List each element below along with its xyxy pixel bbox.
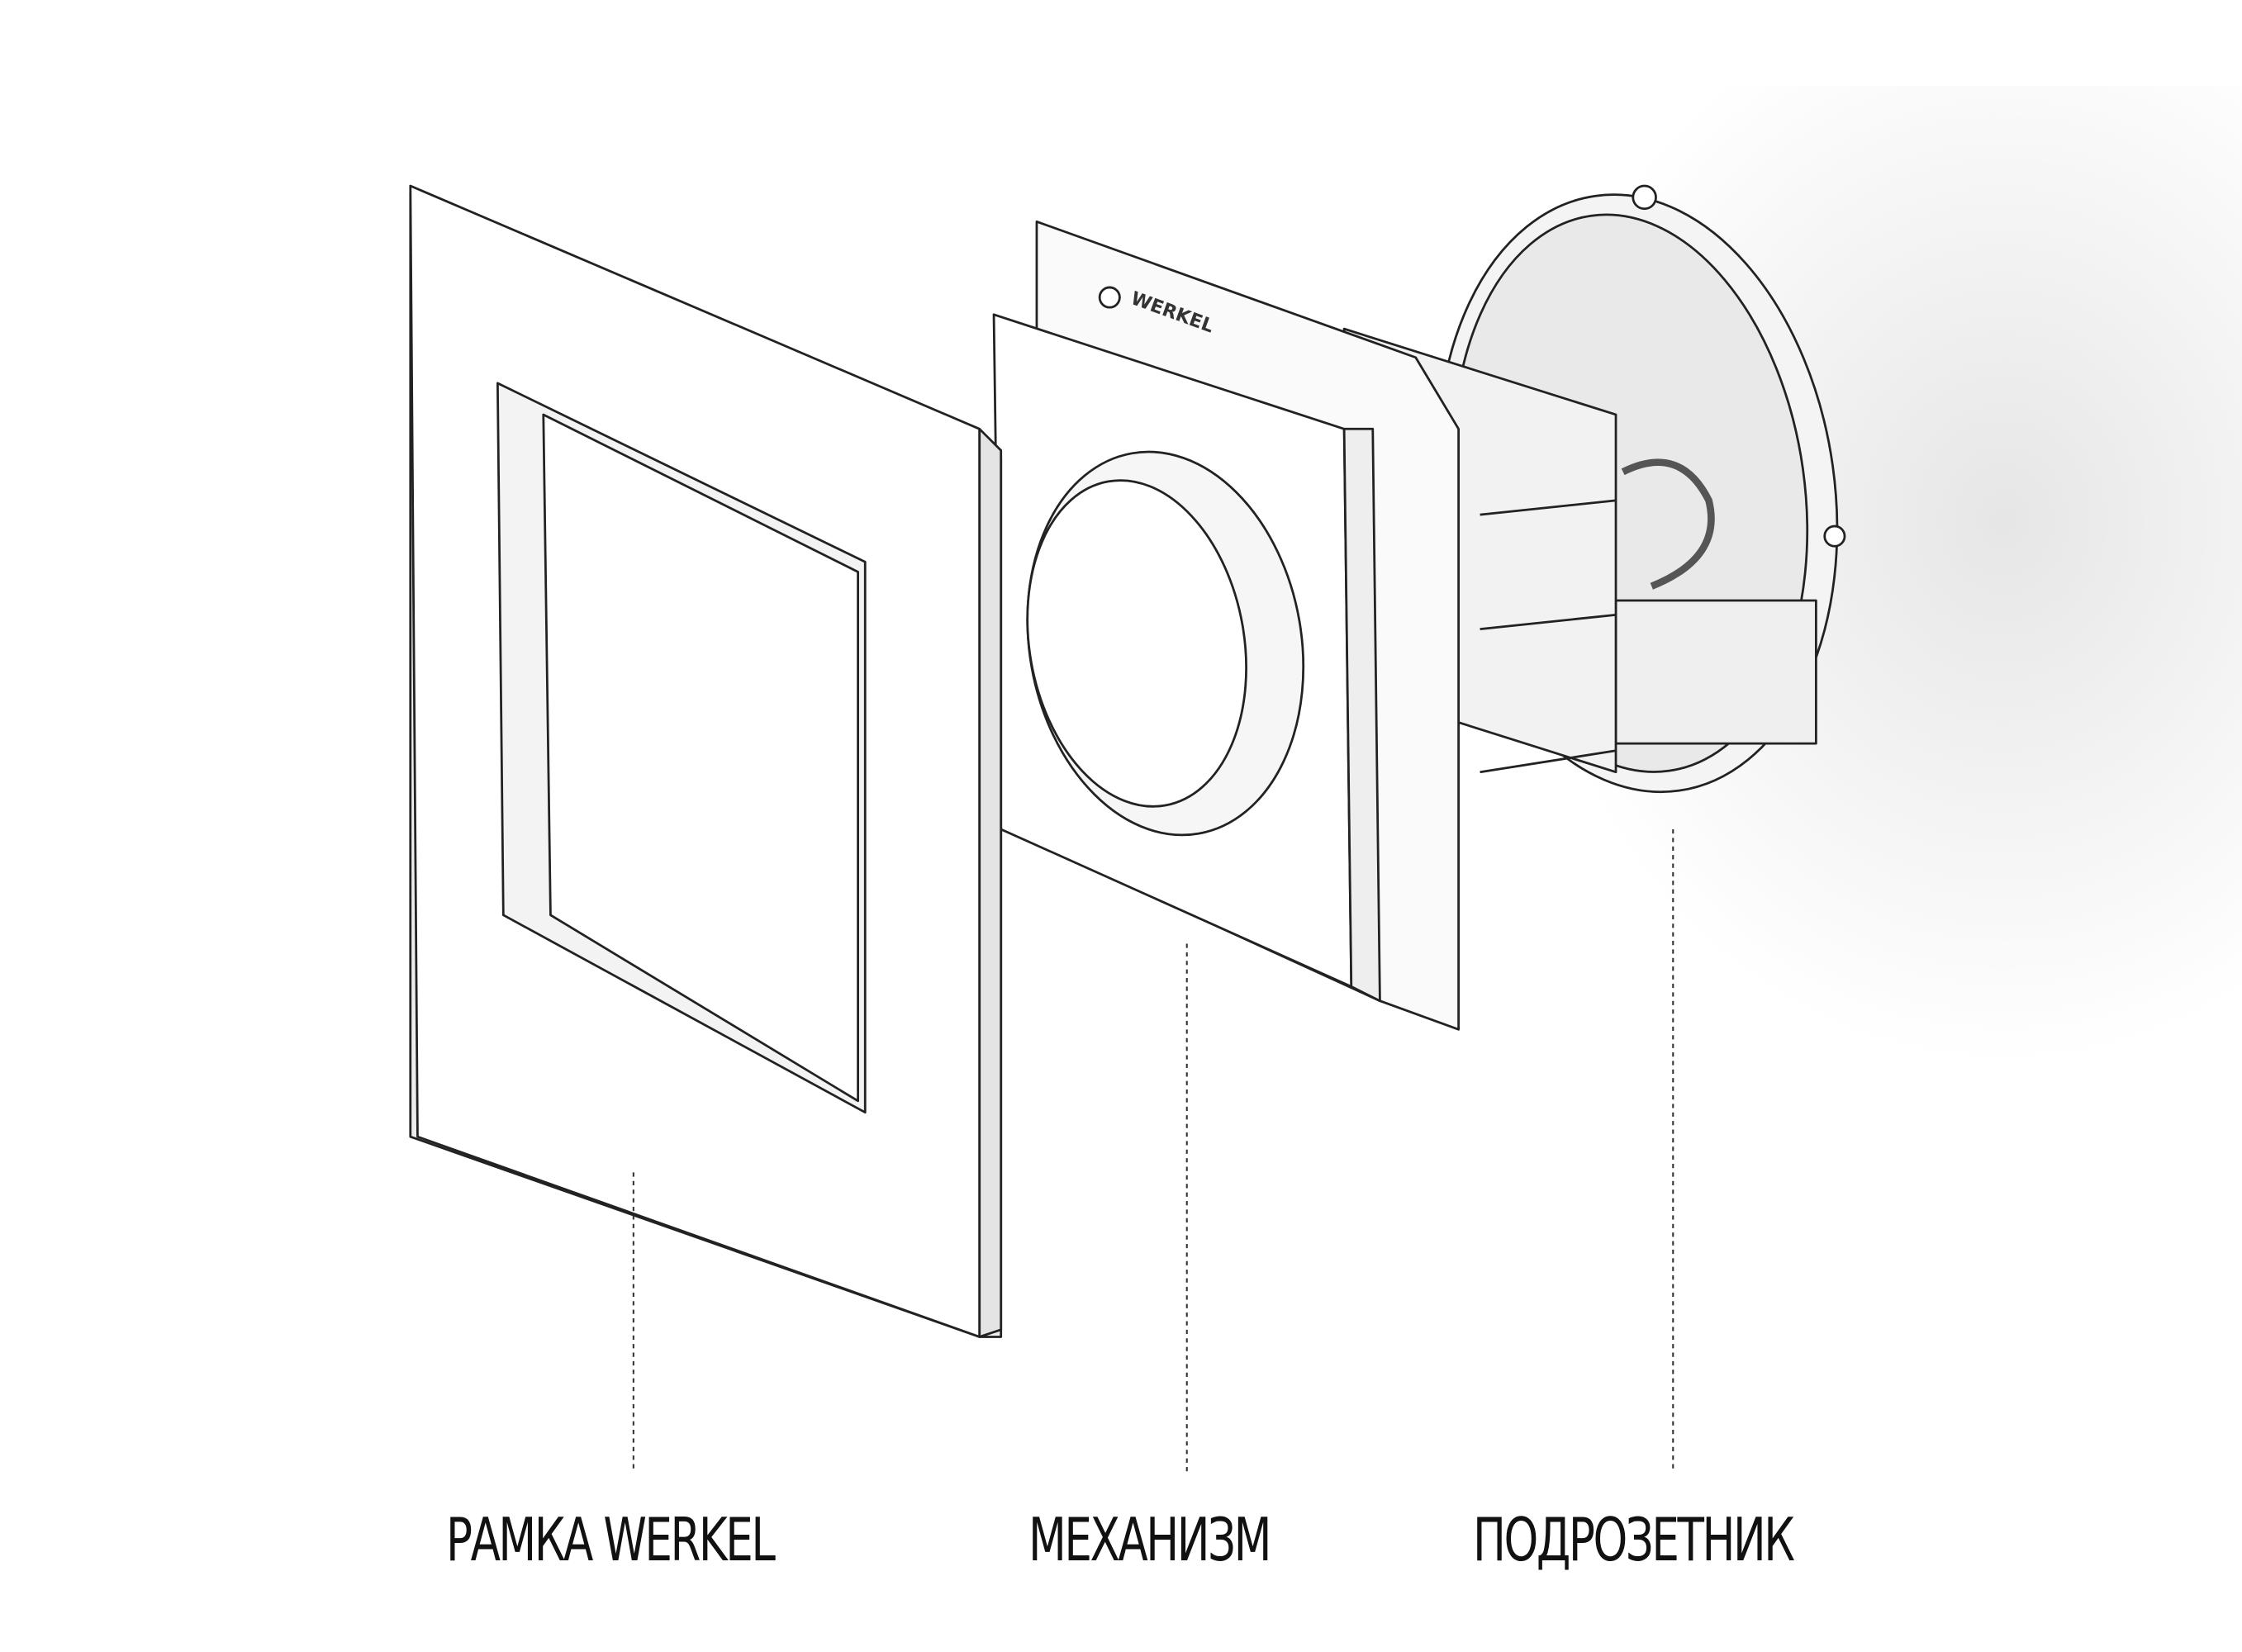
- label-mechanism: МЕХАНИЗМ: [1028, 1505, 1271, 1574]
- frame: [409, 184, 1003, 1338]
- screw-icon: [1823, 525, 1846, 548]
- mechanism: WERKEL: [992, 220, 1617, 1031]
- screw-icon: [1632, 184, 1657, 211]
- dimmer-knob: [1026, 479, 1247, 808]
- werkel-logo-icon: [1098, 286, 1121, 309]
- label-frame: РАМКА WERKEL: [446, 1505, 776, 1574]
- leader-lines: [632, 828, 1674, 1473]
- label-mounting-box: ПОДРОЗЕТНИК: [1473, 1505, 1795, 1574]
